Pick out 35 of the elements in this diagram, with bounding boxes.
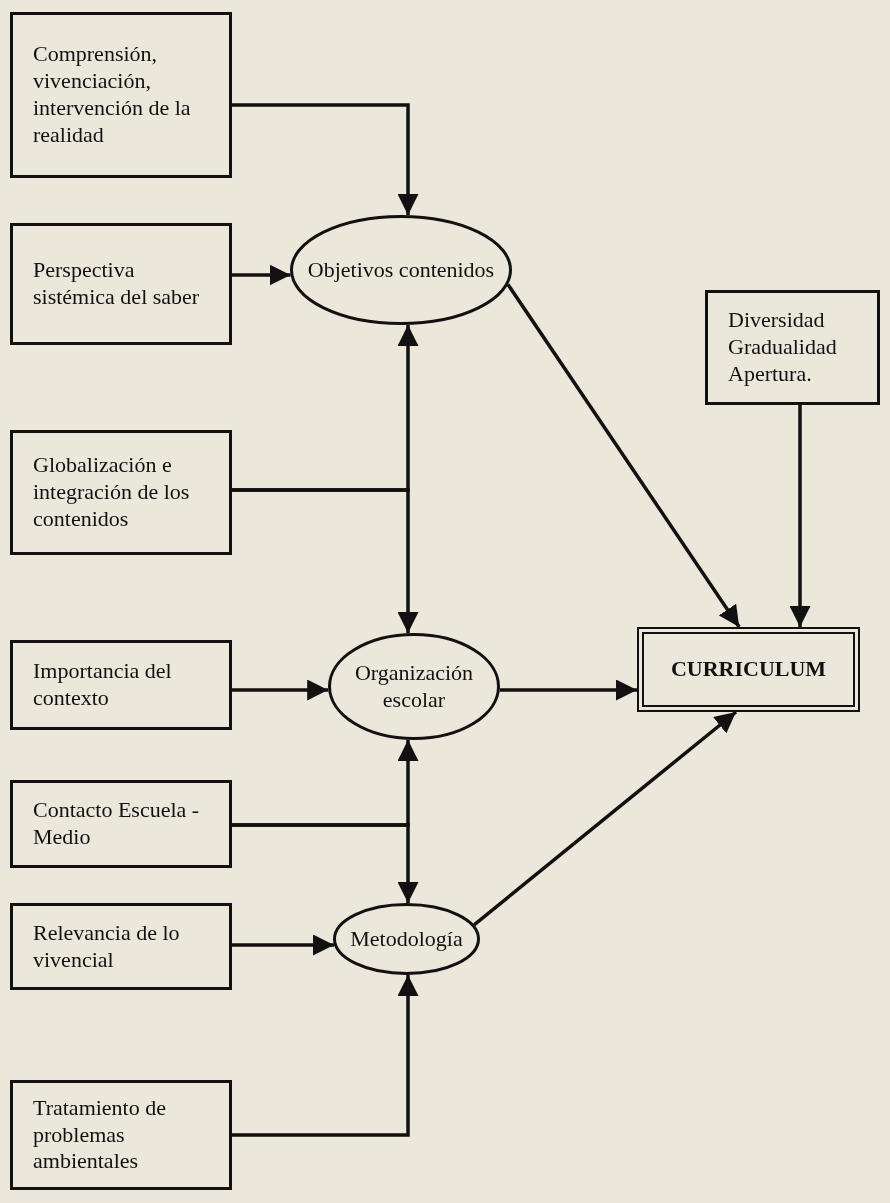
arrow: [789, 405, 811, 627]
arrow: [232, 823, 419, 903]
concept-box: [10, 1080, 232, 1190]
node-label: Globalización e integración de los contenidos: [33, 452, 191, 533]
node-label: CURRICULUM: [670, 656, 827, 683]
concept-box: [10, 780, 232, 868]
node-label: Contacto Escuela -Medio: [33, 797, 201, 851]
node-label: Tratamiento de problemas ambientales: [33, 1094, 167, 1176]
node-label: Diversidad Gradualidad Apertura.: [728, 307, 838, 388]
node-label: Metodología: [350, 925, 463, 953]
node-label: Importancia del contexto: [33, 658, 173, 712]
node-label: Comprensión, vivenciación, intervención de la realidad: [33, 41, 192, 149]
concept-box: [10, 12, 232, 178]
arrow: [232, 103, 419, 216]
node-label: Organización escolar: [353, 659, 475, 714]
arrow: [232, 488, 419, 634]
arrow: [473, 710, 738, 927]
ellipse-node: [328, 633, 500, 740]
node-label: Relevancia de lo vivencial: [33, 919, 181, 974]
arrow: [232, 975, 419, 1137]
arrow: [506, 283, 741, 628]
concept-box: [10, 223, 232, 345]
target-box: [637, 627, 860, 712]
concept-box: [10, 430, 232, 555]
concept-box: [10, 640, 232, 730]
arrow: [499, 679, 637, 701]
node-label: Objetivos contenidos: [307, 256, 495, 284]
ellipse-node: [333, 903, 480, 975]
concept-box: [705, 290, 880, 405]
arrow: [232, 679, 329, 701]
concept-box: [10, 903, 232, 990]
arrow: [232, 934, 334, 956]
ellipse-node: [290, 215, 512, 325]
node-label: Perspectiva sistémica del saber: [33, 257, 201, 311]
arrow: [232, 264, 291, 286]
